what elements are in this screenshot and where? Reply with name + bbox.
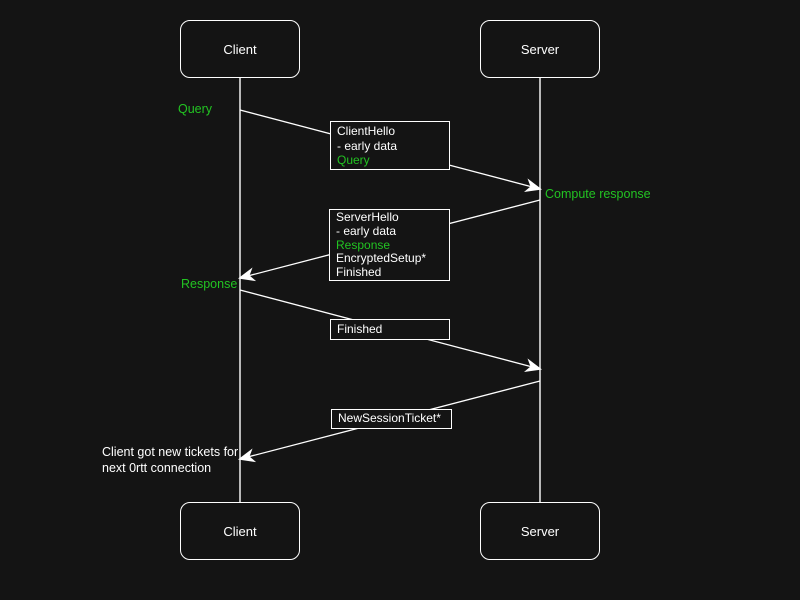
note-line-1: Client got new tickets for bbox=[102, 445, 239, 459]
serverhello-encryptedsetup-line: EncryptedSetup* bbox=[336, 251, 427, 266]
actor-server-bottom-label: Server bbox=[520, 523, 560, 539]
message-box-serverhello: ServerHello - early data Response Encryp… bbox=[329, 209, 450, 281]
message-box-finished: Finished bbox=[330, 319, 450, 340]
actor-client-top: Client bbox=[180, 20, 300, 78]
label-compute-response: Compute response bbox=[545, 187, 651, 201]
clienthello-line: ClientHello bbox=[337, 124, 396, 138]
actor-client-bottom: Client bbox=[180, 502, 300, 560]
note-line-2: next 0rtt connection bbox=[102, 461, 212, 475]
note-new-tickets: Client got new tickets for next 0rtt con… bbox=[102, 444, 238, 476]
serverhello-response-line: Response bbox=[336, 237, 391, 252]
actor-server-top: Server bbox=[480, 20, 600, 78]
serverhello-line: ServerHello bbox=[336, 210, 399, 224]
actor-client-top-label: Client bbox=[223, 41, 257, 57]
actor-server-bottom: Server bbox=[480, 502, 600, 560]
message-box-clienthello: ClientHello - early data Query bbox=[330, 121, 450, 170]
newsessionticket-line: NewSessionTicket* bbox=[338, 411, 441, 425]
clienthello-early-data-line: - early data bbox=[337, 138, 398, 153]
message-box-newsessionticket: NewSessionTicket* bbox=[331, 409, 452, 429]
serverhello-finished-line: Finished bbox=[336, 265, 382, 280]
serverhello-early-data-line: - early data bbox=[336, 223, 397, 238]
actor-server-top-label: Server bbox=[520, 41, 560, 57]
finished-line: Finished bbox=[337, 322, 383, 336]
clienthello-query-line: Query bbox=[337, 153, 370, 167]
label-query: Query bbox=[178, 102, 213, 116]
label-response: Response bbox=[181, 277, 238, 291]
actor-client-bottom-label: Client bbox=[223, 523, 257, 539]
